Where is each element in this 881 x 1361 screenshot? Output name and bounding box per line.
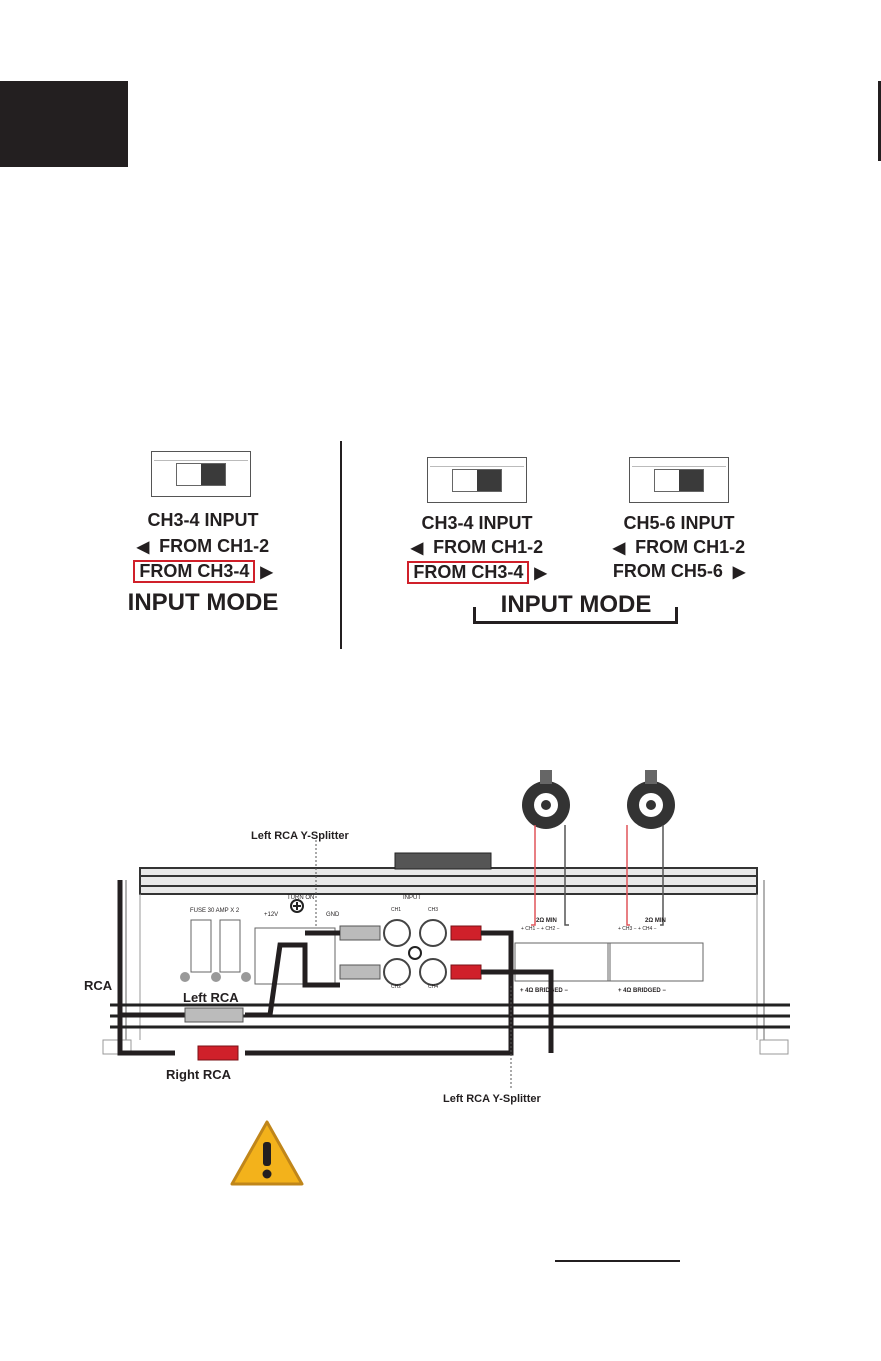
underline-rule	[555, 1260, 680, 1262]
selected-option: FROM CH3-4	[407, 561, 530, 584]
option-from-ch1-2: ◀ FROM CH1-2	[136, 536, 270, 556]
bridged-right: + 4Ω BRIDGED −	[618, 988, 666, 994]
gnd-label: GND	[326, 912, 340, 918]
power-label: +12V	[264, 912, 279, 918]
rca-label: RCA	[84, 978, 113, 993]
splitter-label-top: Left RCA Y-Splitter	[251, 830, 349, 842]
option-from-ch1-2: ◀ FROM CH1-2	[612, 537, 746, 557]
selected-option: FROM CH3-4	[133, 560, 256, 583]
section-tab	[0, 81, 128, 167]
splitter-label-bottom: Left RCA Y-Splitter	[443, 1093, 541, 1105]
switch-knob	[201, 464, 225, 485]
left-rca-plug	[184, 1007, 244, 1023]
switch-title: CH3-4 INPUT	[421, 513, 533, 533]
left-rca-label: Left RCA	[183, 990, 239, 1005]
turn-on-label: TURN ON	[287, 895, 315, 901]
input-mode-switch[interactable]	[629, 457, 729, 503]
option-from-ch3-4: FROM CH3-4 ▶	[113, 560, 293, 583]
fuse-label: FUSE 30 AMP X 2	[190, 908, 240, 914]
arrow-right-icon: ▶	[534, 565, 547, 582]
warning-triangle-icon	[230, 1120, 304, 1186]
input-mode-switch[interactable]	[427, 457, 527, 503]
right-rca-plug	[197, 1045, 239, 1061]
arrow-left-icon: ◀	[410, 540, 424, 557]
option-from-ch1-2: ◀ FROM CH1-2	[410, 537, 544, 557]
margin-rule	[878, 81, 881, 161]
fuse	[219, 919, 241, 973]
speaker-icon	[627, 770, 675, 829]
arrow-right-icon: ▶	[260, 564, 273, 581]
arrow-left-icon: ◀	[136, 539, 150, 556]
switch-title: CH3-4 INPUT	[147, 510, 259, 530]
right-rca-label: Right RCA	[166, 1067, 231, 1082]
channel-terminals-left: + CH1 − + CH2 −	[521, 926, 560, 932]
bridged-left: + 4Ω BRIDGED −	[520, 988, 568, 994]
switch-knob	[679, 470, 703, 491]
panel-divider	[340, 441, 342, 649]
ch2-label: CH2	[391, 984, 402, 990]
wiring-diagram	[102, 770, 790, 1090]
option-from-ch3-4: FROM CH3-4 ▶	[387, 561, 567, 584]
input-mode-switch[interactable]	[151, 451, 251, 497]
arrow-left-icon: ◀	[612, 540, 626, 557]
heatsink-fan	[394, 852, 492, 870]
switch-title: CH5-6 INPUT	[623, 513, 735, 533]
min-impedance-right: 2Ω MIN	[645, 918, 666, 924]
fuse	[190, 919, 212, 973]
input-mode-label: INPUT MODE	[500, 591, 652, 618]
arrow-right-icon: ▶	[732, 564, 746, 581]
ch4-label: CH4	[428, 984, 439, 990]
switch-knob	[477, 470, 501, 491]
ch3-label: CH3	[428, 907, 439, 913]
min-impedance-left: 2Ω MIN	[536, 918, 557, 924]
speaker-icon	[522, 770, 570, 829]
option-from-ch5-6: FROM CH5-6 ▶	[612, 561, 746, 581]
ch1-label: CH1	[391, 907, 402, 913]
input-mode-bracket	[473, 607, 678, 624]
channel-terminals-right: + CH3 − + CH4 −	[618, 926, 657, 932]
input-label: INPUT	[403, 895, 421, 901]
input-mode-label: INPUT MODE	[127, 589, 279, 616]
